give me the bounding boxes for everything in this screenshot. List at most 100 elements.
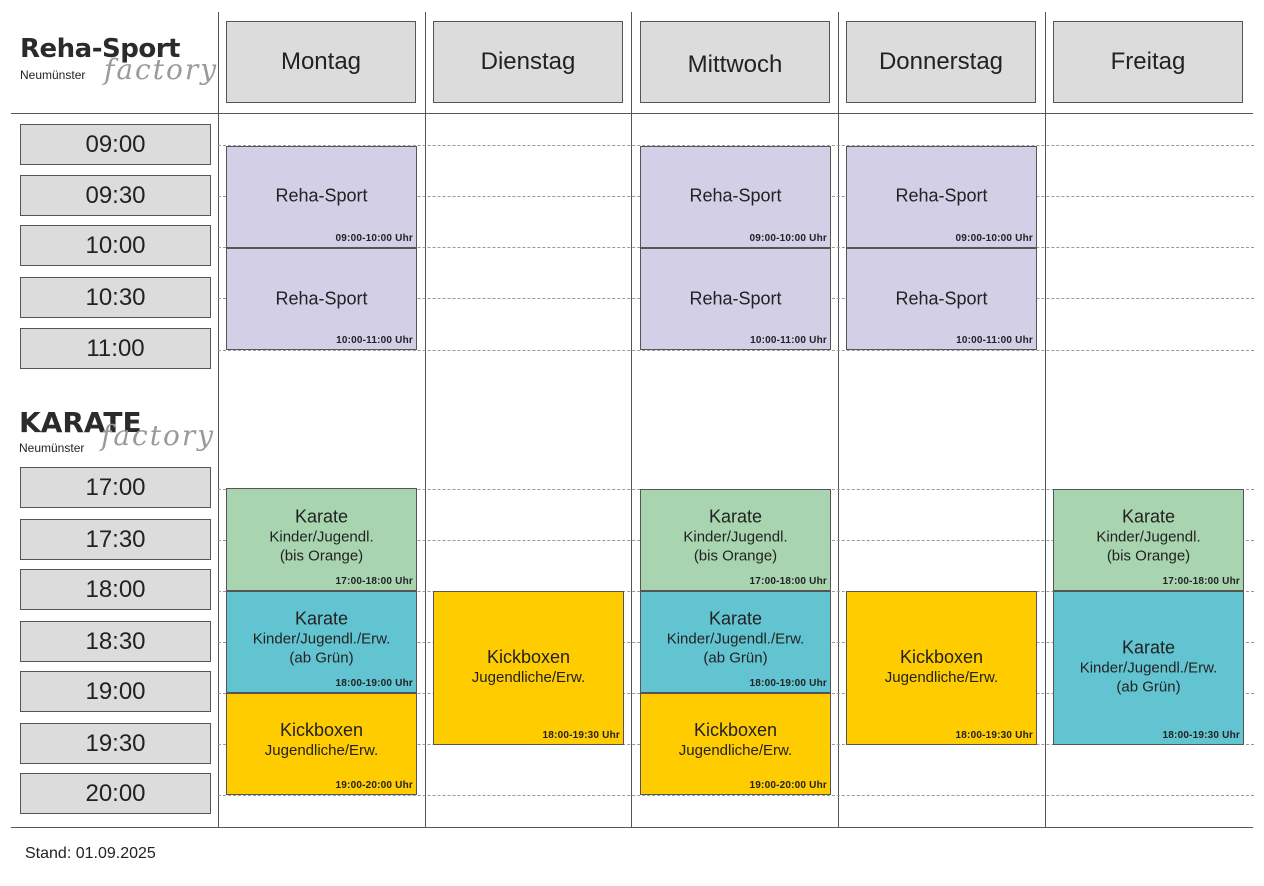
course-reha-sport[interactable]: Reha-Sport 09:00-10:00 Uhr (846, 146, 1037, 248)
course-reha-sport[interactable]: Reha-Sport 10:00-11:00 Uhr (226, 248, 417, 350)
footer-separator (11, 827, 1253, 828)
day-header-thursday: Donnerstag (846, 21, 1036, 103)
logo-factory-text: factory (104, 53, 219, 86)
course-subtitle: Kinder/Jugendl. (269, 528, 374, 545)
logo-title: Reha-Sport (20, 34, 180, 64)
time-label: 10:30 (20, 277, 211, 318)
course-time: 18:00-19:30 Uhr (542, 730, 620, 741)
course-title: Reha-Sport (275, 185, 368, 206)
course-time: 09:00-10:00 Uhr (335, 233, 413, 244)
course-subtitle: Jugendliche/Erw. (678, 742, 793, 759)
grid-vline (631, 12, 632, 827)
course-title: Karate (294, 608, 349, 629)
course-title: Kickboxen (486, 647, 571, 667)
course-subtitle: Kinder/Jugendl./Erw. (666, 630, 805, 648)
course-time: 10:00-11:00 Uhr (750, 335, 827, 346)
course-title: Karate (1121, 506, 1176, 527)
course-kickboxen[interactable]: Kickboxen Jugendliche/Erw. 19:00-20:00 U… (226, 693, 417, 795)
course-karate-kids[interactable]: Karate Kinder/Jugendl. (bis Orange) 17:0… (226, 488, 417, 591)
course-reha-sport[interactable]: Reha-Sport 09:00-10:00 Uhr (640, 146, 831, 248)
course-kickboxen[interactable]: Kickboxen Jugendliche/Erw. 19:00-20:00 U… (640, 693, 831, 795)
course-title: Kickboxen (279, 720, 364, 740)
grid-vline (1045, 12, 1046, 827)
course-title: Karate (708, 608, 763, 629)
day-header-friday: Freitag (1053, 21, 1243, 103)
day-header-wednesday: Mittwoch (640, 21, 830, 103)
course-time: 09:00-10:00 Uhr (955, 233, 1033, 244)
course-belt-note: (ab Grün) (1116, 678, 1181, 696)
grid-vline (218, 12, 219, 827)
course-time: 19:00-20:00 Uhr (335, 780, 413, 791)
time-label: 17:00 (20, 467, 211, 508)
course-title: Reha-Sport (689, 288, 782, 309)
time-label: 11:00 (20, 328, 211, 369)
grid-vline (838, 12, 839, 827)
time-label: 10:00 (20, 225, 211, 266)
time-label: 20:00 (20, 773, 211, 814)
course-time: 18:00-19:30 Uhr (1162, 730, 1240, 741)
time-gridline (218, 145, 1254, 146)
day-header-monday: Montag (226, 21, 416, 103)
course-time: 10:00-11:00 Uhr (956, 335, 1033, 346)
course-belt-note: (ab Grün) (289, 649, 354, 667)
karate-logo: KARATE Neumünster factory (19, 406, 216, 462)
course-title: Reha-Sport (689, 185, 782, 206)
course-belt-note: (bis Orange) (1106, 547, 1191, 565)
course-belt-note: (ab Grün) (703, 649, 768, 667)
course-subtitle: Kinder/Jugendl./Erw. (252, 630, 391, 648)
course-kickboxen[interactable]: Kickboxen Jugendliche/Erw. 18:00-19:30 U… (846, 591, 1037, 745)
time-label: 19:30 (20, 723, 211, 764)
course-title: Kickboxen (693, 720, 778, 740)
logo-title: KARATE (19, 406, 142, 439)
course-karate-all[interactable]: Karate Kinder/Jugendl./Erw. (ab Grün) 18… (226, 591, 417, 693)
course-karate-all[interactable]: Karate Kinder/Jugendl./Erw. (ab Grün) 18… (1053, 591, 1244, 745)
time-gridline (218, 795, 1254, 796)
time-label: 09:30 (20, 175, 211, 216)
course-time: 10:00-11:00 Uhr (336, 335, 413, 346)
header-separator (11, 113, 1253, 114)
course-subtitle: Kinder/Jugendl. (1096, 528, 1201, 546)
course-title: Karate (708, 506, 763, 527)
course-reha-sport[interactable]: Reha-Sport 09:00-10:00 Uhr (226, 146, 417, 248)
last-updated-note: Stand: 01.09.2025 (25, 845, 156, 862)
time-label: 18:30 (20, 621, 211, 662)
course-subtitle: Kinder/Jugendl. (683, 528, 788, 546)
grid-vline (425, 12, 426, 827)
course-title: Reha-Sport (895, 288, 988, 309)
course-karate-kids[interactable]: Karate Kinder/Jugendl. (bis Orange) 17:0… (1053, 489, 1244, 591)
day-header-tuesday: Dienstag (433, 21, 623, 103)
course-subtitle: Jugendliche/Erw. (471, 669, 586, 686)
time-label: 09:00 (20, 124, 211, 165)
course-time: 17:00-18:00 Uhr (335, 576, 413, 587)
logo-factory-text: factory (101, 419, 216, 452)
logo-subtitle: Neumünster (20, 68, 86, 82)
course-title: Reha-Sport (275, 288, 368, 309)
course-title: Karate (1121, 637, 1176, 658)
reha-sport-logo: Reha-Sport Neumünster factory (20, 34, 219, 88)
course-title: Karate (294, 506, 349, 526)
course-reha-sport[interactable]: Reha-Sport 10:00-11:00 Uhr (846, 248, 1037, 350)
course-title: Reha-Sport (895, 185, 988, 206)
course-time: 17:00-18:00 Uhr (749, 576, 827, 587)
course-belt-note: (bis Orange) (693, 547, 778, 565)
time-gridline (218, 350, 1254, 351)
course-time: 19:00-20:00 Uhr (749, 780, 827, 791)
course-subtitle: Kinder/Jugendl./Erw. (1079, 659, 1218, 677)
course-subtitle: Jugendliche/Erw. (884, 669, 999, 686)
course-time: 18:00-19:00 Uhr (749, 678, 827, 689)
course-reha-sport[interactable]: Reha-Sport 10:00-11:00 Uhr (640, 248, 831, 350)
course-title: Kickboxen (899, 647, 984, 667)
time-label: 17:30 (20, 519, 211, 560)
course-time: 17:00-18:00 Uhr (1162, 576, 1240, 587)
course-time: 09:00-10:00 Uhr (749, 233, 827, 244)
time-label: 18:00 (20, 569, 211, 610)
course-kickboxen[interactable]: Kickboxen Jugendliche/Erw. 18:00-19:30 U… (433, 591, 624, 745)
course-belt-note: (bis Orange) (279, 547, 364, 564)
course-karate-all[interactable]: Karate Kinder/Jugendl./Erw. (ab Grün) 18… (640, 591, 831, 693)
time-label: 19:00 (20, 671, 211, 712)
course-time: 18:00-19:30 Uhr (955, 730, 1033, 741)
course-karate-kids[interactable]: Karate Kinder/Jugendl. (bis Orange) 17:0… (640, 489, 831, 591)
logo-subtitle: Neumünster (19, 441, 85, 455)
course-subtitle: Jugendliche/Erw. (264, 742, 379, 759)
course-time: 18:00-19:00 Uhr (335, 678, 413, 689)
